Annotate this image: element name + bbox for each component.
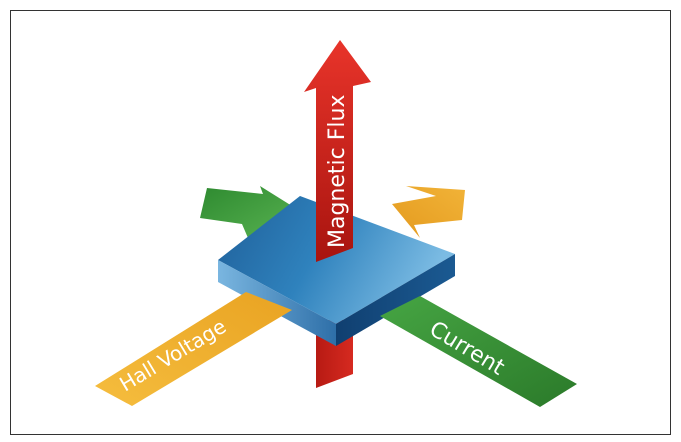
plate-top-face [218, 196, 455, 324]
green-arrow-back [200, 186, 292, 238]
magnetic-flux-arrow: Magnetic Flux [304, 40, 371, 262]
magnetic-flux-label: Magnetic Flux [325, 95, 350, 248]
semiconductor-plate [218, 196, 455, 346]
orange-arrow-back [392, 186, 465, 238]
plate-left-face [218, 260, 336, 346]
plate-right-face [336, 254, 455, 346]
hall-voltage-arrow-body [95, 292, 292, 406]
current-arrow-body [380, 296, 577, 407]
magnetic-flux-arrow-body [304, 40, 371, 262]
